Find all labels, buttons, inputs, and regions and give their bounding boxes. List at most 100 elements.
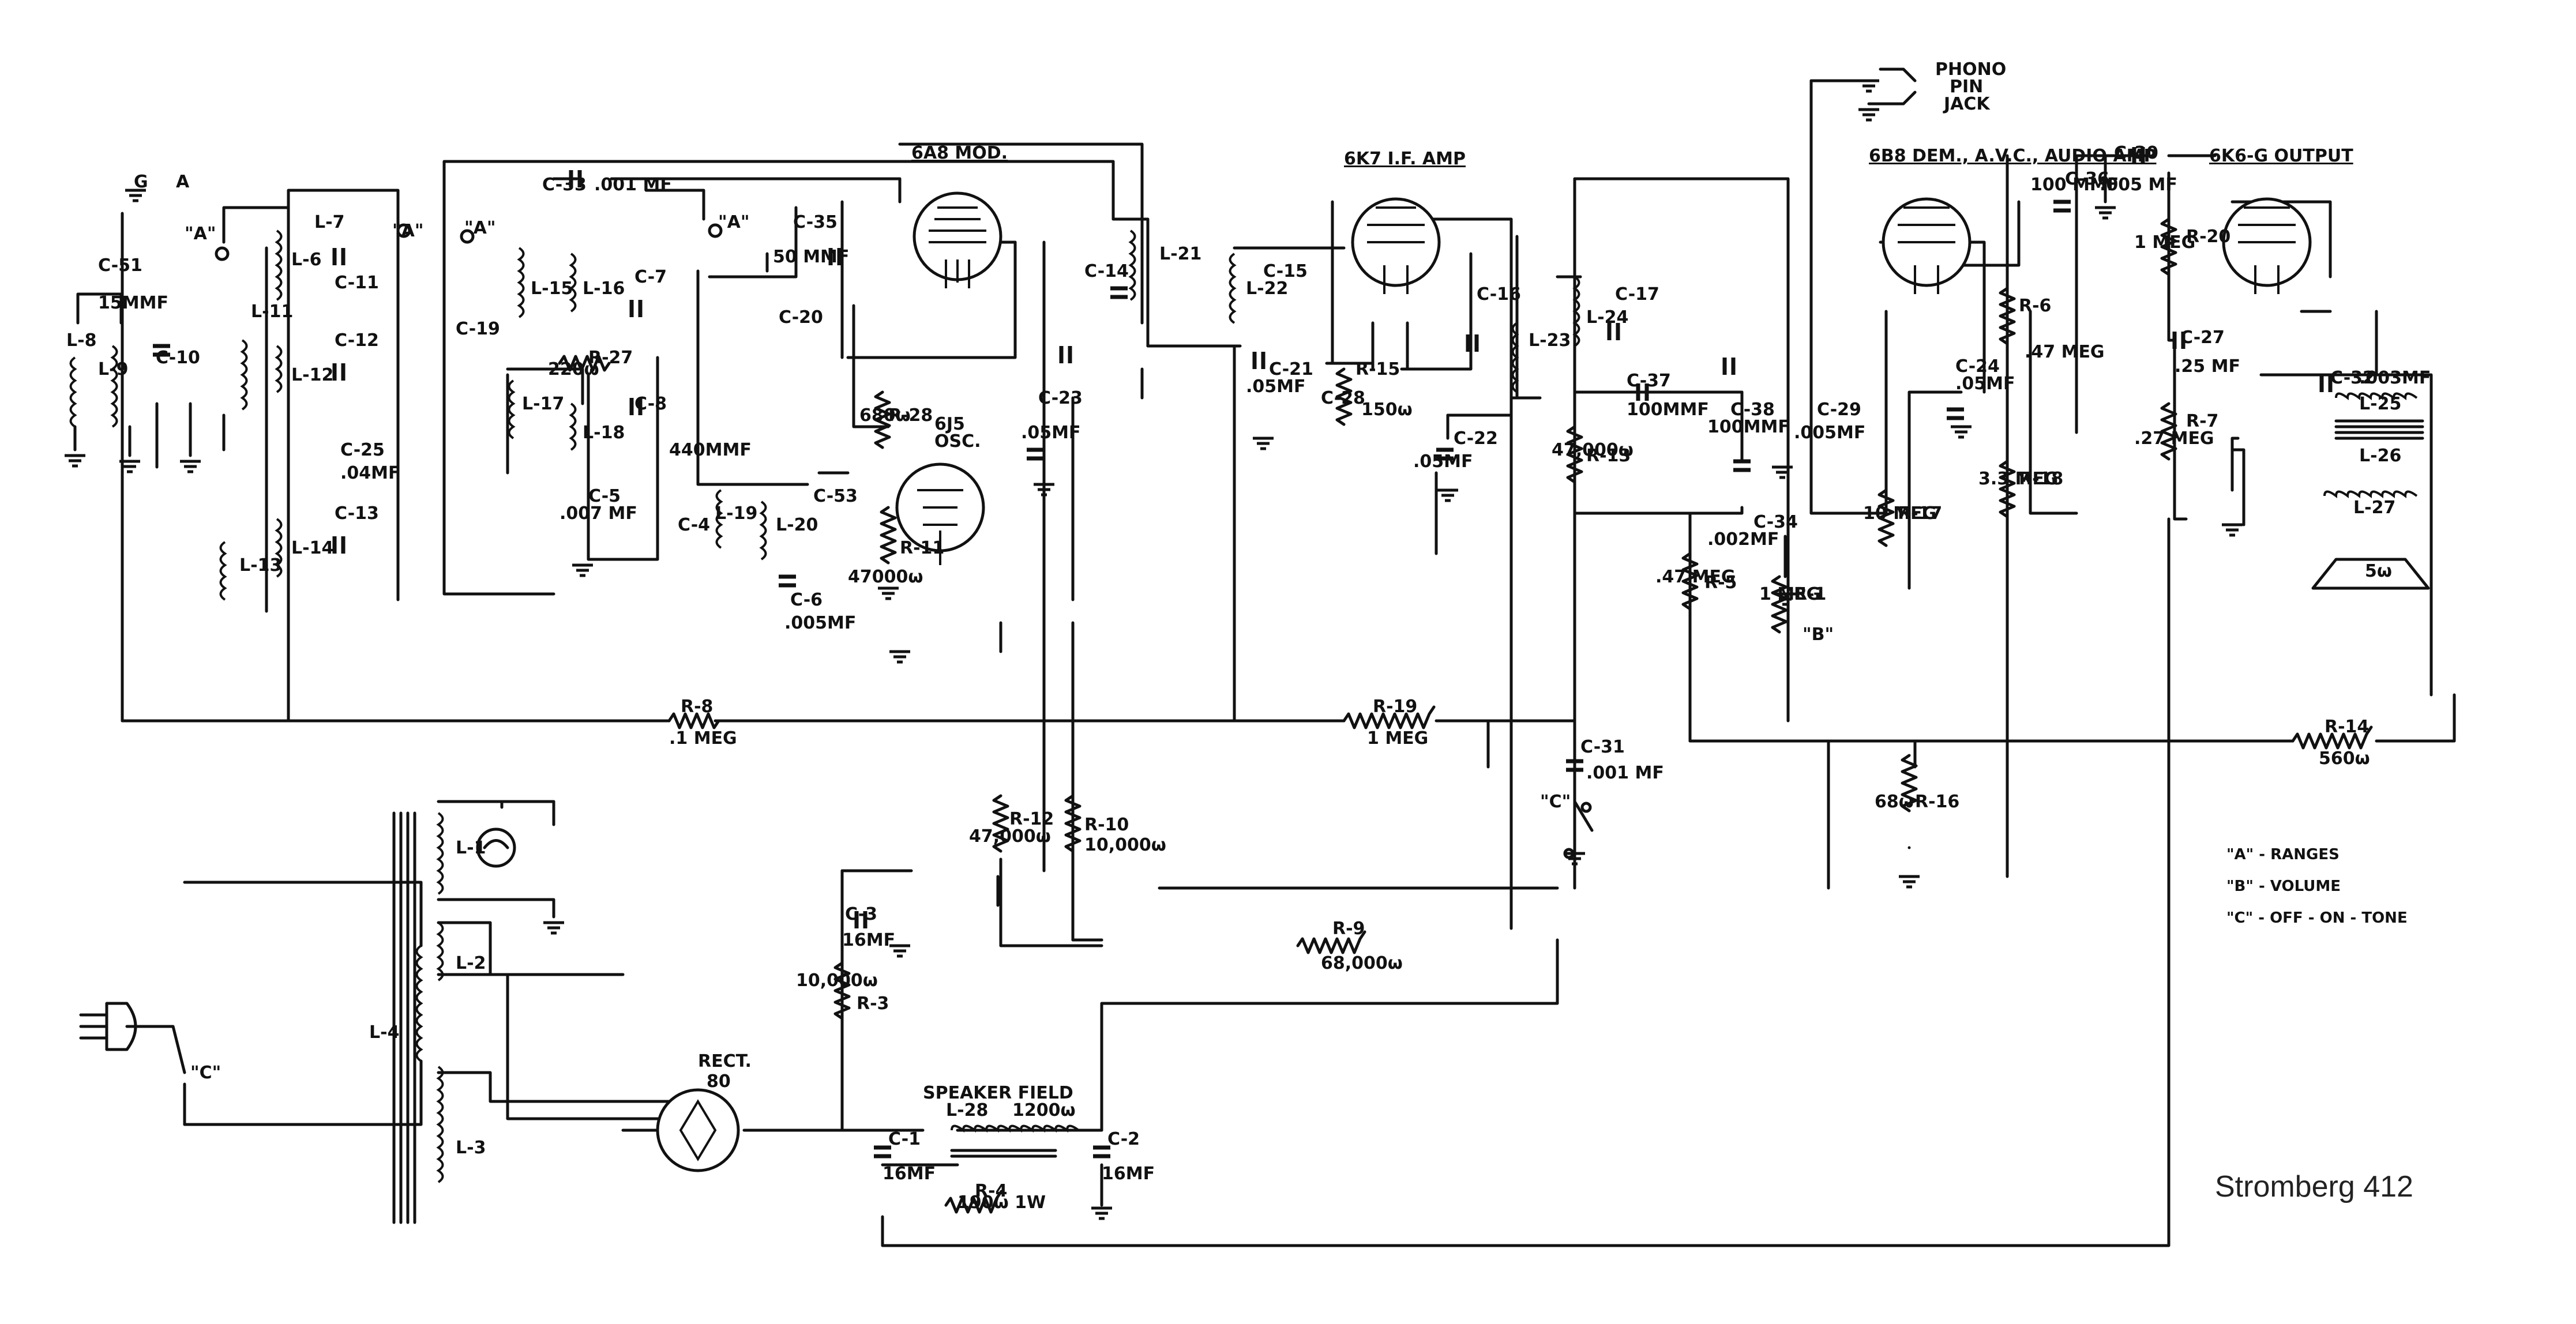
tube-label-rect: RECT. [698, 1051, 752, 1071]
r13-label: R-13 [1586, 446, 1631, 466]
r17-value: 10 MEG [1863, 503, 1936, 524]
r11-value: 47000ω [848, 567, 923, 587]
c30-label: C-30 [2114, 143, 2158, 163]
c33-label: C-33 [542, 175, 587, 195]
jack-label-2: PIN [1950, 77, 1983, 97]
r5-value: .47 MEG [1655, 567, 1736, 587]
l15-label: L-15 [531, 279, 573, 299]
c29-value: .005MF [1794, 423, 1865, 443]
r3-value: 10,000ω [796, 971, 878, 991]
r6-value: .47 MEG [2025, 342, 2105, 362]
r14-label: R-14 [2325, 717, 2369, 737]
r5-label: R-5 [1704, 573, 1737, 593]
c36-value: 100 MMF [2030, 175, 2119, 195]
c12-label: C-12 [335, 330, 379, 351]
legend-c: "C" - OFF - ON - TONE [2226, 909, 2408, 927]
l16-label: L-16 [583, 279, 625, 299]
c30-value: .005 MF [2100, 175, 2177, 195]
speaker-field-label: SPEAKER FIELD [923, 1083, 1073, 1103]
l19-label: L-19 [715, 503, 757, 524]
l23-label: L-23 [1529, 330, 1571, 351]
switch-a-label-3: "A" [464, 218, 495, 238]
tube-label-6b8: 6B8 DEM., A.V.C., AUDIO AMP [1869, 146, 2156, 166]
c25-label: C-25 [340, 440, 385, 460]
speaker-field-core [950, 1149, 1057, 1158]
c11-label: C-11 [335, 273, 379, 293]
tube-label-6k6g: 6K6-G OUTPUT [2209, 146, 2353, 166]
c32-label: C-32 [2330, 368, 2375, 388]
c21-value: .05MF [1246, 377, 1306, 397]
labels: 6A8 MOD. 6J5 OSC. 6K7 I.F. AMP 6B8 DEM.,… [66, 59, 2431, 1213]
antenna-label-a: A [176, 172, 190, 192]
output-transformer-core [2334, 419, 2424, 440]
c38-value: 100MMF [1707, 417, 1790, 437]
l9-label: L-9 [98, 359, 128, 379]
wires [73, 79, 2456, 1247]
c1-value: 16MF [883, 1164, 936, 1184]
c22-label: C-22 [1454, 428, 1498, 449]
c16-label: C-16 [1477, 284, 1521, 304]
c33-value: .001 MF [594, 175, 672, 195]
r7-label: R-7 [2186, 411, 2218, 431]
c23-label: C-23 [1038, 388, 1083, 408]
r15-label: R-15 [1355, 359, 1400, 379]
c34-label: C-34 [1753, 512, 1798, 532]
c8-label: C-8 [634, 394, 667, 414]
tube-6a8 [913, 191, 1002, 288]
tube-label-80: 80 [707, 1071, 731, 1092]
c53-label: C-53 [813, 486, 858, 506]
r19-value: 1 MEG [1367, 728, 1428, 748]
c28-label: C-28 [1321, 388, 1365, 408]
l20-label: L-20 [776, 515, 818, 535]
l6-label: L-6 [291, 250, 321, 270]
l12-label: L-12 [291, 365, 333, 385]
r9-label: R-9 [1332, 919, 1365, 939]
r18-value: 3.3 MEG [1978, 469, 2059, 489]
l28-label: L-28 [946, 1100, 988, 1120]
c36-label: C-36 [2065, 169, 2109, 189]
c6-label: C-6 [790, 590, 823, 610]
r18-label: R-18 [2019, 469, 2063, 489]
c4-value: 440MMF [669, 440, 752, 460]
c1-label: C-1 [888, 1129, 921, 1149]
switch-a-label-2: "A" [392, 221, 423, 241]
r4-label: R-4 [975, 1181, 1007, 1201]
l4-label: L-4 [369, 1022, 399, 1043]
l28-value: 1200ω [1012, 1100, 1076, 1120]
c14-label: C-14 [1084, 261, 1129, 281]
c37-label: C-37 [1627, 371, 1671, 391]
r16-label: R-16 [1915, 792, 1959, 812]
l21-label: L-21 [1159, 244, 1201, 264]
switch-a-label-4: "A" [718, 212, 749, 232]
l1-label: L-1 [456, 838, 486, 858]
c38-label: C-38 [1730, 400, 1775, 420]
tube-6k6g [2222, 197, 2312, 294]
c37-value: 100MMF [1627, 400, 1709, 420]
jack-label-3: JACK [1943, 94, 1991, 114]
diagram-title: Stromberg 412 [2215, 1170, 2413, 1203]
c35-label: C-35 [793, 212, 838, 232]
c5-label: C-5 [588, 486, 621, 506]
switch-c-label-1: "C" [1540, 792, 1571, 812]
c23-value: .05MF [1021, 423, 1081, 443]
r8-value: .1 MEG [669, 728, 737, 748]
c15-label: C-15 [1263, 261, 1308, 281]
r12-label: R-12 [1009, 809, 1054, 829]
c24-value: .05MF [1955, 374, 2015, 394]
legend-a: "A" - RANGES [2226, 846, 2340, 863]
c6-value: .005MF [784, 613, 856, 633]
antenna-label-g: G [134, 172, 148, 192]
l14-label: L-14 [291, 538, 333, 558]
l7-label: L-7 [314, 212, 344, 232]
capacitors [153, 147, 2333, 1158]
switch-a-label-1: "A" [185, 224, 216, 244]
c3-value: 16MF [842, 930, 895, 950]
r10-value: 10,000ω [1084, 835, 1166, 855]
r1-label: R-1 [1794, 584, 1826, 604]
tube-6j5 [895, 462, 985, 565]
speaker-size: 5ω [2365, 561, 2392, 581]
l25-label: L-25 [2359, 394, 2401, 414]
l11-label: L-11 [251, 302, 293, 322]
tube-label-osc: OSC. [934, 431, 981, 452]
c4-label: C-4 [678, 515, 710, 535]
